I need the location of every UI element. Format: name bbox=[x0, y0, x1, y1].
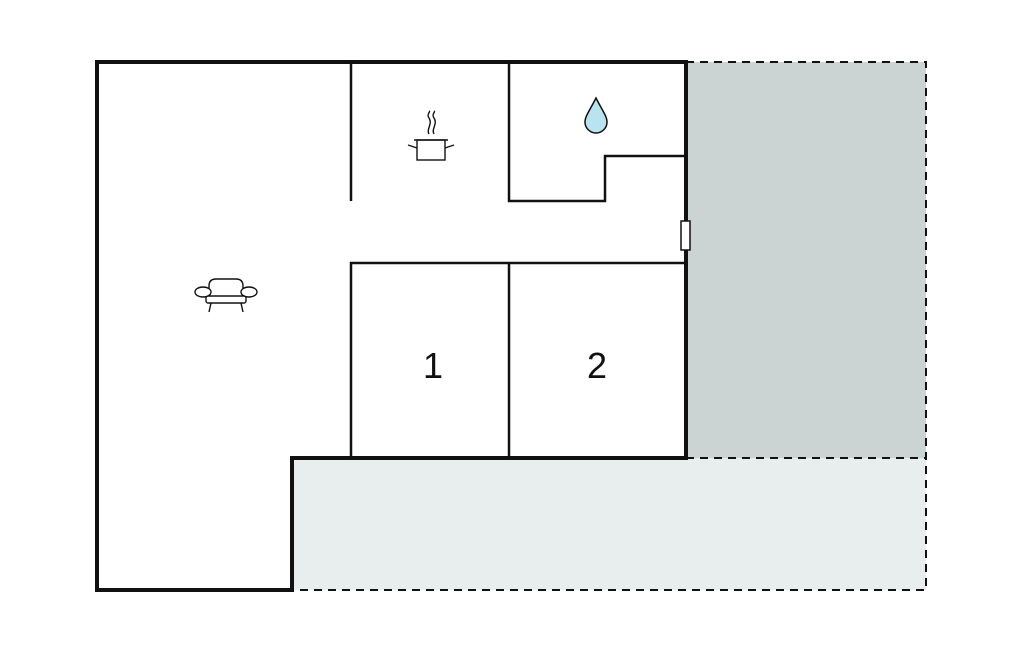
terrace bbox=[292, 61, 927, 591]
terrace-front bbox=[292, 458, 926, 590]
interior-walls bbox=[349, 62, 686, 458]
door-marker bbox=[680, 220, 691, 251]
bathroom-wall bbox=[507, 62, 686, 203]
bedroom-top-wall bbox=[349, 261, 686, 458]
exterior-wall bbox=[95, 60, 688, 592]
room-number-1: 1 bbox=[423, 345, 443, 386]
armchair-icon bbox=[194, 278, 258, 313]
cooking-pot-icon bbox=[407, 110, 455, 161]
terrace-side bbox=[686, 62, 926, 458]
water-drop-icon bbox=[584, 96, 608, 134]
room-number-2: 2 bbox=[587, 345, 607, 386]
terrace-dashed-outline bbox=[292, 61, 927, 591]
